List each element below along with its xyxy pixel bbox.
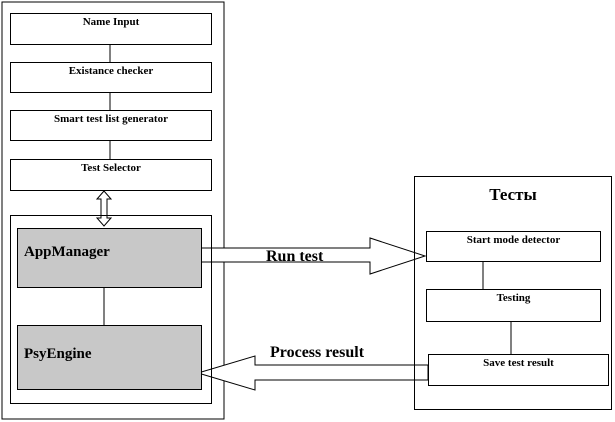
app-manager-box: AppManager [17, 228, 202, 288]
existance-checker-box: Existance checker [10, 62, 212, 93]
test-selector-box: Test Selector [10, 159, 212, 191]
testing-label: Testing [496, 292, 531, 304]
save-test-result-box: Save test result [428, 354, 609, 386]
process-result-arrow [196, 355, 429, 391]
psy-engine-box: PsyEngine [17, 325, 202, 390]
tests-panel-title: Тесты [489, 185, 537, 204]
existance-checker-label: Existance checker [68, 65, 154, 77]
start-mode-detector-box: Start mode detector [426, 231, 601, 262]
run-test-arrow [200, 237, 427, 275]
app-manager-label: AppManager [24, 244, 110, 260]
name-input-label: Name Input [82, 16, 140, 28]
psy-engine-label: PsyEngine [24, 346, 92, 362]
save-test-result-label: Save test result [483, 357, 554, 369]
left-outer-frame [1, 1, 225, 420]
run-test-label: Run test [266, 248, 324, 265]
start-mode-detector-label: Start mode detector [466, 234, 561, 246]
testing-box: Testing [426, 289, 601, 322]
smart-test-list-generator-box: Smart test list generator [10, 110, 212, 141]
core-panel [10, 215, 212, 404]
name-input-box: Name Input [10, 13, 212, 45]
process-result-label: Process result [270, 344, 365, 361]
bidirectional-arrow [95, 190, 113, 227]
test-selector-label: Test Selector [81, 162, 141, 174]
tests-panel: Тесты [414, 176, 612, 410]
smart-test-list-generator-label: Smart test list generator [54, 113, 168, 125]
